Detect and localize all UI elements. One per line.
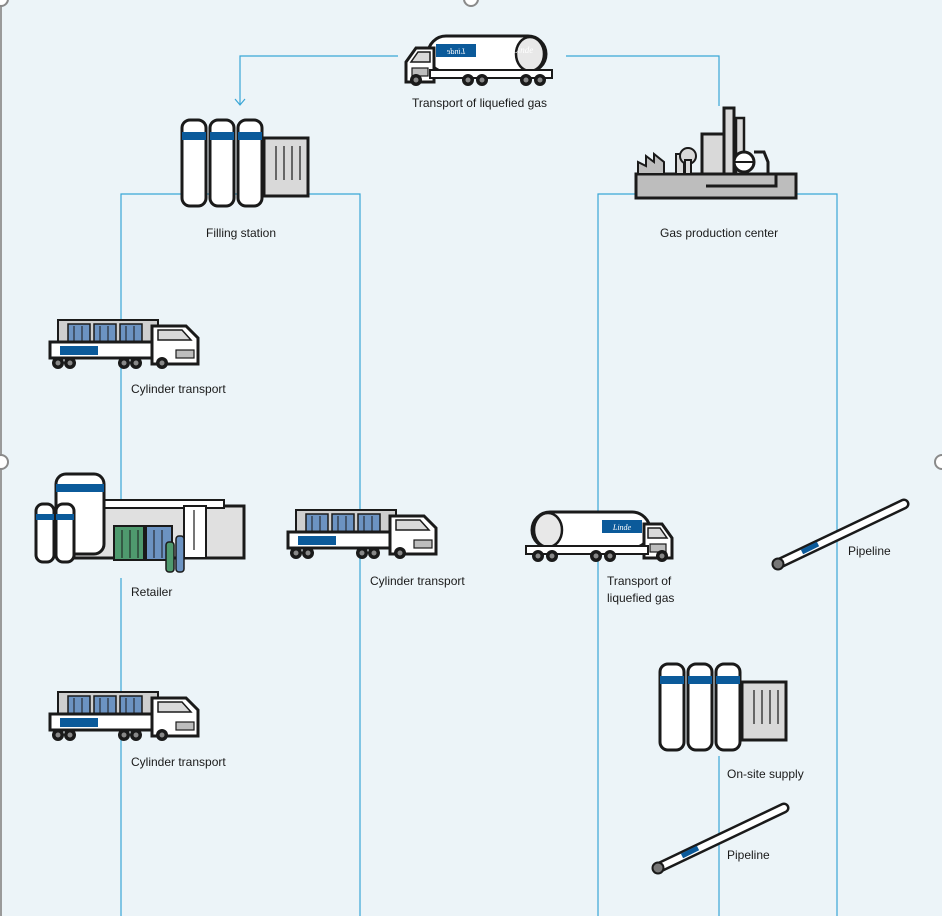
label-gas-production-center: Gas production center <box>660 226 779 240</box>
pipeline-1-icon <box>773 504 905 570</box>
label-cylinder-transport-1: Cylinder transport <box>131 382 226 396</box>
retailer-icon <box>34 472 246 573</box>
flow-line-top-right <box>566 55 720 106</box>
pipeline-2-icon <box>653 808 785 874</box>
label-pipeline-1: Pipeline <box>848 544 891 558</box>
tanker-truck-top-icon <box>404 34 554 88</box>
label-pipeline-2: Pipeline <box>727 848 770 862</box>
label-onsite-supply: On-site supply <box>727 767 804 781</box>
brand-mark: Linde <box>512 45 534 55</box>
label-cylinder-transport-2: Cylinder transport <box>370 574 465 588</box>
label-cylinder-transport-3: Cylinder transport <box>131 755 226 769</box>
label-transport-middle-line1: Transport of <box>607 574 672 588</box>
cylinder-truck-3-icon <box>48 690 200 743</box>
tanker-truck-middle-icon <box>524 510 674 564</box>
resize-handle-middle-right[interactable] <box>934 454 942 470</box>
resize-handle-middle-left[interactable] <box>0 454 9 470</box>
label-transport-middle-line2: liquefied gas <box>607 591 675 605</box>
onsite-supply-icon <box>658 662 788 752</box>
label-transport-top: Transport of liquefied gas <box>412 96 547 110</box>
filling-station-icon <box>180 118 310 208</box>
cylinder-truck-1-icon <box>48 318 200 371</box>
gas-production-center-icon <box>634 106 798 200</box>
flow-arrowhead <box>234 98 246 106</box>
label-retailer: Retailer <box>131 585 173 599</box>
label-filling-station: Filling station <box>206 226 277 240</box>
label-transport-middle: Transport of liquefied gas <box>607 573 674 607</box>
cylinder-truck-2-icon <box>286 508 438 561</box>
flow-line-top-left <box>239 55 398 104</box>
